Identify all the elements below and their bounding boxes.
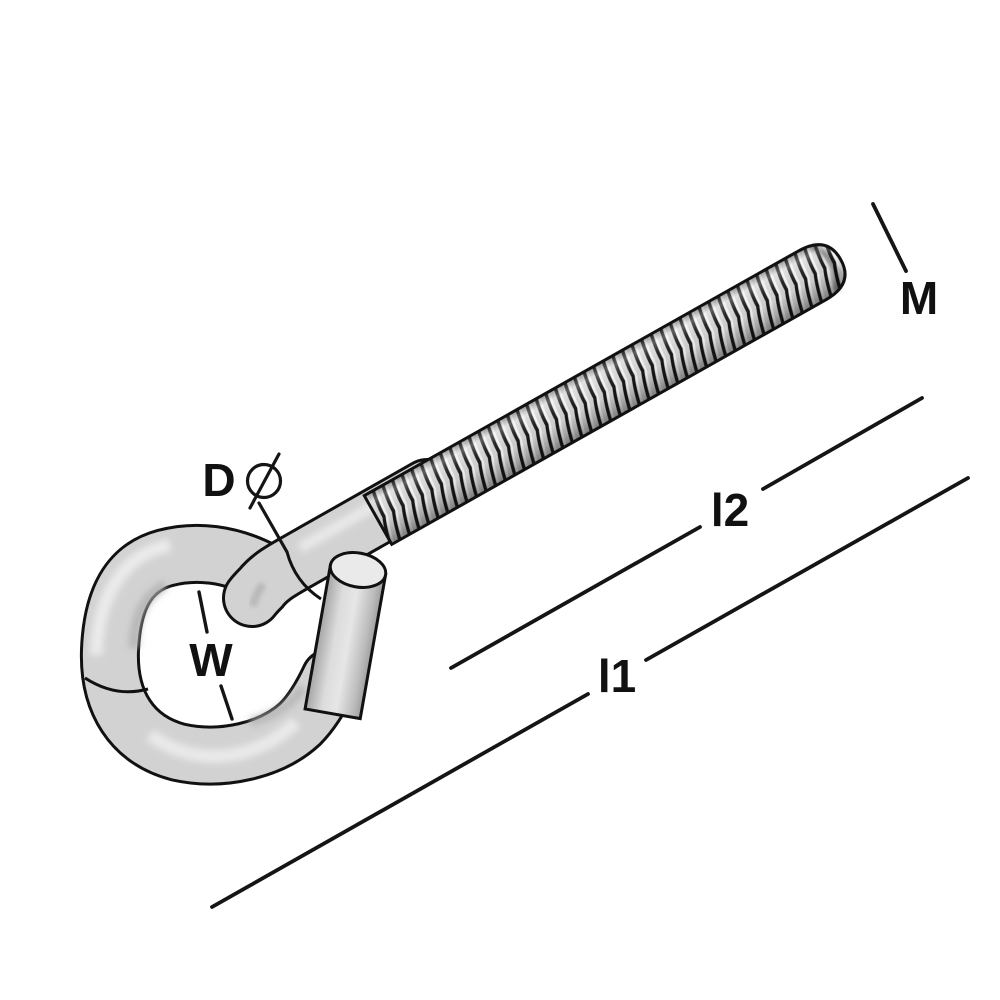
stub-end-face [328, 551, 388, 589]
shank-seam-line [285, 551, 322, 601]
label-d: D [202, 454, 235, 506]
dimension-eye-width: W [189, 590, 234, 721]
thread-outline [362, 243, 847, 547]
eye-ring-shadow-inner-top [129, 580, 168, 649]
diameter-symbol-slash [248, 452, 281, 510]
shank-bend-shadow [249, 581, 267, 607]
dimension-line-l1-right [644, 476, 970, 662]
eye-ring-body [82, 526, 357, 783]
leader-line-m [871, 202, 908, 273]
label-l1: l1 [598, 650, 636, 702]
dimension-thread-size: M [871, 202, 938, 324]
label-w: W [189, 634, 233, 686]
label-l2: l2 [711, 484, 749, 536]
dimension-thread-length: l2 [449, 396, 924, 670]
threaded-shaft [362, 243, 847, 547]
stub-end [303, 551, 388, 721]
stub-cylinder [303, 563, 388, 721]
diameter-symbol-circle [245, 462, 283, 500]
dimension-total-length: l1 [210, 476, 970, 909]
eye-ring-shadow-inner-bottom [248, 685, 307, 727]
leader-line-w-upper [197, 590, 209, 634]
dimension-line-l2-left [449, 525, 702, 670]
label-m: M [900, 272, 938, 324]
dimension-line-l2-right [761, 396, 924, 491]
leader-line-d [257, 501, 289, 554]
thread-shading [364, 244, 845, 545]
thread-tip-shadow [810, 244, 841, 291]
diameter-symbol-icon [245, 452, 283, 510]
eye-ring-seam-line [84, 676, 149, 694]
eye-ring-highlight-bottom [146, 717, 301, 763]
eye-ring [79, 523, 360, 786]
leader-line-w-lower [219, 684, 234, 721]
dimension-line-l1-left [210, 692, 590, 909]
dimension-shank-diameter: D [202, 452, 289, 554]
eye-ring-highlight-left [89, 538, 172, 656]
